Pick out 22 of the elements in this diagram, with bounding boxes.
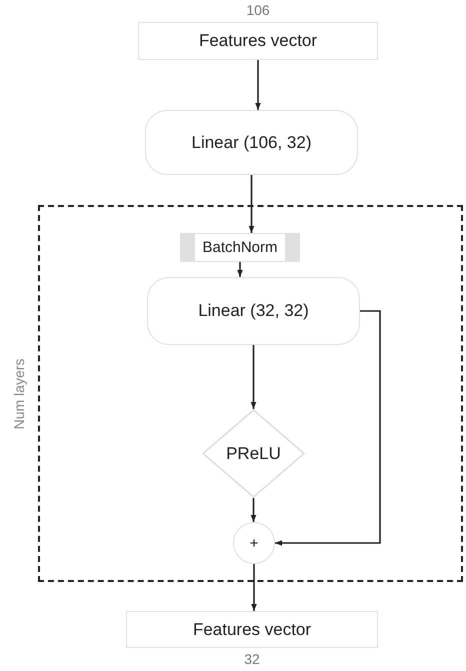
node-label: Linear (106, 32) [191, 132, 312, 152]
sum-circle [233, 522, 275, 564]
node-label: Linear (32, 32) [198, 301, 309, 321]
node-label: BatchNorm [202, 239, 278, 256]
arrow [255, 60, 261, 110]
layer-box [145, 110, 358, 175]
loop-label: Num layers [11, 358, 27, 429]
layer-box [147, 277, 360, 345]
dimension-label: 106 [245, 2, 271, 18]
arrow [250, 345, 256, 409]
arrow [275, 310, 381, 546]
arrow [237, 262, 243, 277]
activation-diamond [202, 409, 305, 498]
arrow [250, 498, 256, 522]
node-label: Features vector [198, 31, 318, 51]
arrow [248, 175, 254, 233]
arrow [251, 564, 257, 611]
node-label: + [250, 534, 258, 552]
dimension-label: 32 [243, 651, 261, 667]
normalization-box [180, 233, 300, 262]
node-label: Features vector [192, 620, 312, 640]
node-label: PReLU [226, 444, 281, 464]
